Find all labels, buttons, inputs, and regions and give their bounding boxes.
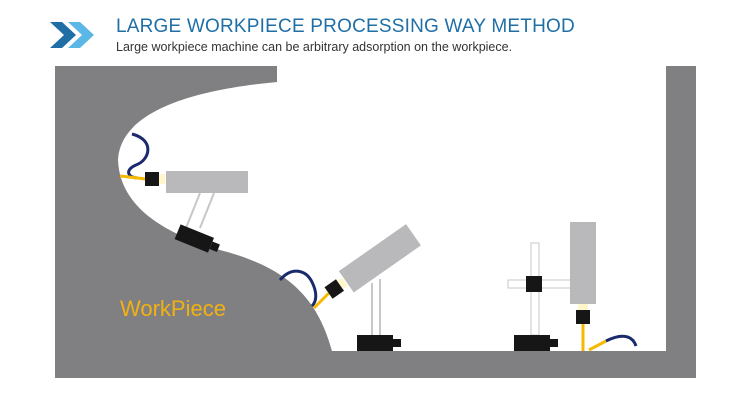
suction-head-3 — [576, 310, 590, 324]
suction-robot-2 — [278, 224, 421, 351]
camera-body-2 — [357, 335, 393, 351]
arm-3 — [570, 222, 596, 304]
nozzle-3 — [578, 304, 588, 310]
suction-robot-1 — [119, 132, 248, 253]
suction-robot-3 — [507, 222, 638, 352]
cable-blue-1 — [127, 132, 150, 180]
cable-blue-2 — [278, 269, 318, 308]
cable-blue-3 — [605, 334, 638, 347]
cable-yellow-3b — [588, 339, 607, 352]
arm-1 — [166, 171, 248, 193]
arm-rod-1a — [185, 192, 201, 229]
nozzle-1 — [159, 174, 165, 184]
nozzle-2 — [337, 277, 348, 290]
camera-body-3 — [514, 335, 550, 351]
page-subtitle: Large workpiece machine can be arbitrary… — [116, 40, 513, 54]
suction-head-1 — [145, 172, 159, 186]
camera-lens-1 — [209, 241, 220, 252]
cable-yellow-1 — [119, 174, 147, 181]
camera-body-1 — [174, 224, 214, 253]
camera-lens-2 — [393, 339, 401, 347]
suction-head-2 — [324, 279, 345, 299]
double-chevron-right-icon — [50, 22, 94, 48]
workpiece-body — [55, 66, 696, 378]
frame-clamp-3 — [526, 276, 542, 292]
workpiece-label: WorkPiece — [120, 296, 226, 321]
arm-2 — [338, 224, 421, 293]
cable-yellow-2 — [312, 290, 332, 310]
camera-lens-3 — [550, 339, 558, 347]
header: LARGE WORKPIECE PROCESSING WAY METHOD La… — [0, 0, 750, 60]
arm-rod-1b — [199, 192, 215, 229]
page-title: LARGE WORKPIECE PROCESSING WAY METHOD — [116, 16, 575, 37]
